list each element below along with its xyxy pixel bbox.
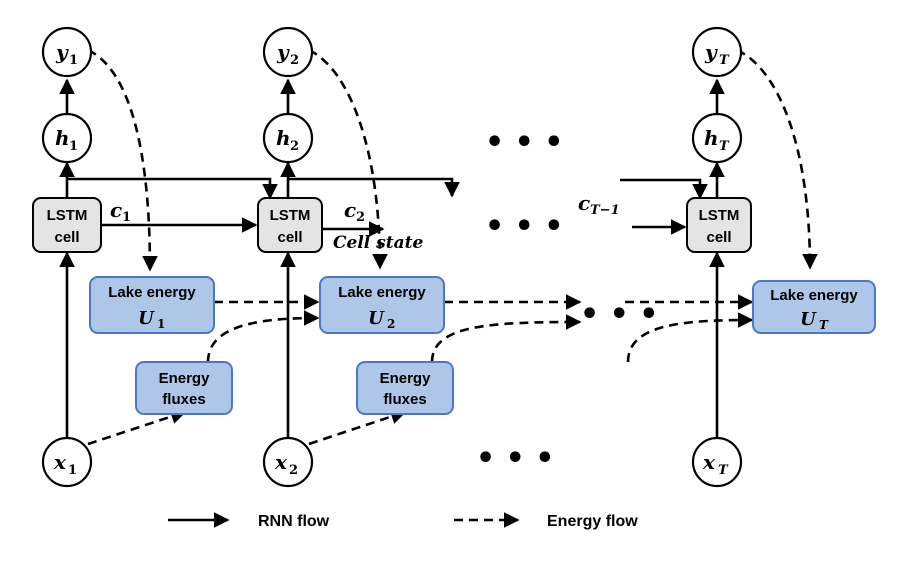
- svg-text:1: 1: [122, 210, 131, 225]
- svg-text:c: c: [344, 198, 356, 222]
- energy-arrow-y1-to-lake1: [87, 48, 158, 272]
- svg-text:1: 1: [69, 139, 78, 154]
- svg-text:x: x: [274, 450, 288, 474]
- ellipsis-cell: • • •: [485, 209, 563, 244]
- svg-text:fluxes: fluxes: [162, 391, 205, 408]
- energy-fluxes-box-1: Energy fluxes: [135, 361, 233, 415]
- lstm-cell-2: LSTM cell: [257, 197, 323, 253]
- svg-text:U: U: [138, 308, 155, 329]
- svg-text:cell: cell: [54, 229, 79, 246]
- svg-text:LSTM: LSTM: [699, 207, 740, 224]
- label-c2: c 2: [344, 198, 365, 225]
- label-cT-minus-1: c T−1: [578, 191, 620, 218]
- energy-arrow-x1-to-fluxes1: [87, 408, 187, 446]
- ellipsis-hidden: • • •: [485, 125, 563, 160]
- lake-energy-box-2: Lake energy U 2: [319, 276, 445, 334]
- svg-text:Energy: Energy: [159, 370, 211, 387]
- svg-text:2: 2: [290, 53, 299, 68]
- rnn-arrow-h1-to-lstm2: [67, 177, 278, 200]
- node-hT: h T: [691, 112, 743, 164]
- node-h2: h 2: [262, 112, 314, 164]
- svg-text:LSTM: LSTM: [47, 207, 88, 224]
- legend-energy-label: Energy flow: [547, 513, 638, 530]
- svg-text:y: y: [276, 40, 290, 64]
- svg-text:y: y: [55, 40, 69, 64]
- svg-text:Lake energy: Lake energy: [338, 284, 426, 301]
- node-h1: h 1: [41, 112, 93, 164]
- node-yT: y T: [691, 26, 743, 78]
- svg-text:1: 1: [157, 317, 165, 331]
- energy-fluxes-box-2: Energy fluxes: [356, 361, 454, 415]
- energy-arrow-x2-to-fluxes2: [308, 409, 407, 446]
- rnn-arrow-hprev-to-lstmT: [620, 178, 708, 200]
- svg-text:x: x: [53, 450, 67, 474]
- svg-text:Lake energy: Lake energy: [770, 287, 858, 304]
- cell-state-label: Cell state: [333, 233, 423, 253]
- energy-arrow-fluxes1-to-lake2: [206, 310, 320, 363]
- node-xT: x T: [691, 436, 743, 488]
- lstm-cell-T: LSTM cell: [686, 197, 752, 253]
- energy-arrow-fluxes2-onward: [430, 314, 582, 363]
- svg-text:Lake energy: Lake energy: [108, 284, 196, 301]
- svg-text:h: h: [704, 126, 719, 150]
- ellipsis-energy: • • •: [580, 297, 658, 332]
- svg-text:T: T: [718, 463, 729, 478]
- node-y1: y 1: [41, 26, 93, 78]
- svg-text:y: y: [704, 40, 718, 64]
- lake-energy-box-T: Lake energy U T: [752, 280, 876, 334]
- legend: RNN flow Energy flow: [168, 512, 638, 530]
- svg-text:c: c: [110, 198, 122, 222]
- legend-rnn-label: RNN flow: [258, 513, 330, 530]
- svg-text:LSTM: LSTM: [270, 207, 311, 224]
- node-x2: x 2: [262, 436, 314, 488]
- svg-text:h: h: [55, 126, 70, 150]
- svg-text:T: T: [719, 139, 730, 154]
- svg-text:cell: cell: [277, 229, 302, 246]
- svg-text:1: 1: [68, 463, 77, 478]
- svg-text:h: h: [276, 126, 291, 150]
- svg-text:U: U: [368, 308, 385, 329]
- energy-arrow-yT-to-lakeT: [736, 48, 818, 270]
- svg-text:T: T: [719, 53, 730, 68]
- svg-text:2: 2: [290, 139, 299, 154]
- label-c1: c 1: [110, 198, 131, 225]
- node-y2: y 2: [262, 26, 314, 78]
- svg-text:T−1: T−1: [590, 203, 620, 218]
- ellipsis-input: • • •: [476, 441, 554, 476]
- lake-energy-box-1: Lake energy U 1: [89, 276, 215, 334]
- svg-text:x: x: [702, 450, 716, 474]
- svg-text:2: 2: [387, 317, 395, 331]
- svg-text:c: c: [578, 191, 590, 215]
- svg-text:fluxes: fluxes: [383, 391, 426, 408]
- svg-text:U: U: [800, 309, 817, 330]
- energy-arrow-y2-to-lake2: [308, 48, 388, 270]
- svg-text:2: 2: [356, 210, 365, 225]
- svg-text:2: 2: [289, 463, 298, 478]
- energy-arrow-incoming-fluxesT: [626, 312, 754, 363]
- rnn-arrow-h2-onward: [288, 177, 460, 198]
- svg-text:cell: cell: [706, 229, 731, 246]
- svg-text:Energy: Energy: [380, 370, 432, 387]
- lstm-cell-1: LSTM cell: [32, 197, 102, 253]
- node-x1: x 1: [41, 436, 93, 488]
- svg-text:1: 1: [69, 53, 78, 68]
- svg-text:T: T: [819, 318, 829, 332]
